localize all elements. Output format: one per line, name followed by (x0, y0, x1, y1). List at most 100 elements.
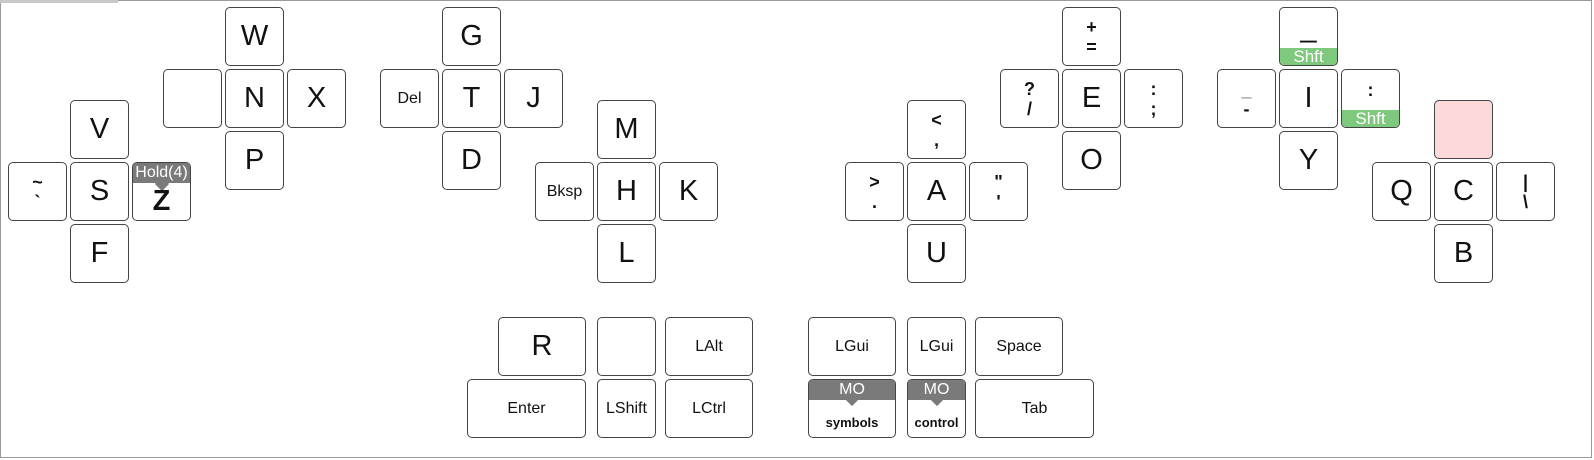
key-q[interactable]: Q (1372, 162, 1431, 221)
key-less-than[interactable]: <, (907, 100, 966, 159)
thumb-key-lalt[interactable]: LAlt (665, 317, 753, 376)
thumb-key-space[interactable]: Space (975, 317, 1063, 376)
key-label: L (618, 237, 635, 269)
key-h[interactable]: H (597, 162, 656, 221)
key-label: U (926, 237, 947, 269)
key-z-hold[interactable]: Hold(4) Z (132, 162, 191, 221)
key-t[interactable]: T (442, 69, 501, 128)
key-plus[interactable]: += (1062, 7, 1121, 66)
key-label: Del (397, 89, 422, 107)
key-u[interactable]: U (907, 224, 966, 283)
key-empty[interactable] (163, 69, 222, 128)
key-stack: >. (869, 172, 880, 212)
key-label: X (306, 82, 327, 114)
key-shift-label: " (994, 171, 1003, 192)
key-shift-label: ~ (32, 171, 43, 192)
key-label: Space (996, 337, 1042, 355)
key-base-label: = (1086, 36, 1097, 57)
key-colon[interactable]: :; (1124, 69, 1183, 128)
key-label: LCtrl (692, 399, 726, 417)
key-label: E (1081, 82, 1102, 114)
key-label: F (90, 237, 109, 269)
key-empty-highlight[interactable] (1434, 100, 1493, 159)
key-base-label: - (1243, 98, 1250, 119)
key-k[interactable]: K (659, 162, 718, 221)
key-label: : (1367, 80, 1374, 100)
key-stack: |\ (1523, 172, 1528, 212)
key-o[interactable]: O (1062, 131, 1121, 190)
thumb-key-lgui-2[interactable]: LGui (907, 317, 966, 376)
mo-badge: MO (908, 380, 965, 407)
key-s[interactable]: S (70, 162, 129, 221)
shift-bar: Shft (1342, 109, 1399, 127)
thumb-key-empty[interactable] (597, 317, 656, 376)
key-label: LGui (919, 337, 954, 355)
key-l[interactable]: L (597, 224, 656, 283)
key-n[interactable]: N (225, 69, 284, 128)
key-c[interactable]: C (1434, 162, 1493, 221)
key-e[interactable]: E (1062, 69, 1121, 128)
key-label: LAlt (695, 337, 723, 355)
key-g[interactable]: G (442, 7, 501, 66)
key-label: I (1304, 82, 1313, 114)
key-pipe[interactable]: |\ (1496, 162, 1555, 221)
key-dash[interactable]: _- (1217, 69, 1276, 128)
key-m[interactable]: M (597, 100, 656, 159)
key-label: W (240, 20, 269, 52)
key-del[interactable]: Del (380, 69, 439, 128)
key-stack: <, (931, 110, 942, 150)
key-y[interactable]: Y (1279, 131, 1338, 190)
key-d[interactable]: D (442, 131, 501, 190)
key-a[interactable]: A (907, 162, 966, 221)
key-label: A (926, 175, 947, 207)
key-j[interactable]: J (504, 69, 563, 128)
key-greater-than[interactable]: >. (845, 162, 904, 221)
key-label: N (244, 82, 265, 114)
key-colon-shift[interactable]: : Shft (1341, 69, 1400, 128)
thumb-key-lshift[interactable]: LShift (597, 379, 656, 438)
thumb-key-mo-control[interactable]: MO control (907, 379, 966, 438)
thumb-key-tab[interactable]: Tab (975, 379, 1094, 438)
thumb-key-enter[interactable]: Enter (467, 379, 586, 438)
key-label: Enter (507, 399, 546, 417)
key-underscore[interactable]: _ Shft (1279, 7, 1338, 66)
key-bksp[interactable]: Bksp (535, 162, 594, 221)
key-stack: "' (994, 172, 1003, 212)
key-label: D (461, 144, 482, 176)
key-f[interactable]: F (70, 224, 129, 283)
thumb-key-lctrl[interactable]: LCtrl (665, 379, 753, 438)
key-shift-label: > (869, 171, 880, 192)
key-tilde[interactable]: ~` (8, 162, 67, 221)
key-w[interactable]: W (225, 7, 284, 66)
key-base-label: ; (1150, 98, 1157, 119)
key-label: J (526, 82, 541, 114)
thumb-key-mo-symbols[interactable]: MO symbols (808, 379, 896, 438)
key-question[interactable]: ?/ (1000, 69, 1059, 128)
key-stack: ~` (32, 172, 43, 212)
key-label: V (89, 113, 110, 145)
key-stack: ?/ (1024, 79, 1035, 119)
key-v[interactable]: V (70, 100, 129, 159)
key-stack: :; (1151, 79, 1157, 119)
key-x[interactable]: X (287, 69, 346, 128)
shift-bar: Shft (1280, 47, 1337, 65)
key-base-label: / (1026, 98, 1032, 119)
key-stack: += (1086, 17, 1097, 57)
key-label: LGui (835, 337, 869, 355)
thumb-key-lgui-1[interactable]: LGui (808, 317, 896, 376)
hold-badge: Hold(4) (133, 163, 190, 192)
mo-badge: MO (809, 380, 895, 407)
key-shift-label: < (931, 109, 942, 130)
key-shift-label: : (1150, 78, 1157, 99)
key-label: P (244, 144, 265, 176)
key-base-label: ' (996, 191, 1001, 212)
key-shift-label: + (1086, 16, 1097, 37)
key-quote[interactable]: "' (969, 162, 1028, 221)
key-p[interactable]: P (225, 131, 284, 190)
key-i[interactable]: I (1279, 69, 1338, 128)
key-label: Z (152, 185, 171, 217)
key-shift-label: | (1522, 171, 1529, 192)
thumb-key-r[interactable]: R (498, 317, 586, 376)
key-b[interactable]: B (1434, 224, 1493, 283)
